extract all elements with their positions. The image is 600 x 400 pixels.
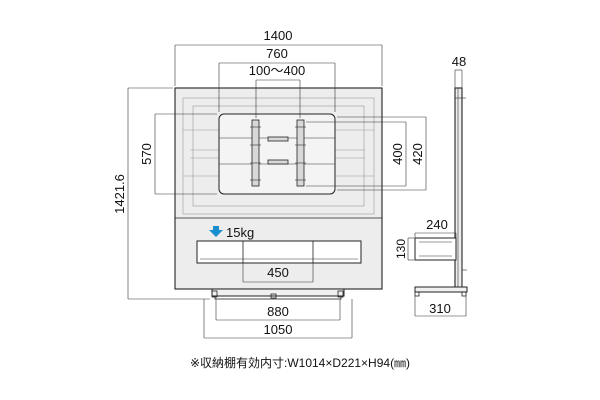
- side-view: [414, 87, 468, 297]
- dim-shelf-width: 450: [267, 265, 289, 280]
- dim-vesa-outer: 760: [266, 46, 288, 61]
- load-indicator: 15kg: [209, 225, 254, 240]
- dim-side-base-depth: 310: [429, 301, 451, 316]
- down-arrow-icon: [209, 226, 223, 237]
- dim-side-shelf-depth: 240: [426, 217, 448, 232]
- dim-height-total: 1421.6: [112, 174, 127, 214]
- mount-brackets: [250, 119, 306, 187]
- dim-base-inner: 880: [267, 304, 289, 319]
- stand-base: [211, 288, 345, 300]
- storage-note: ※収納棚有効内寸:W1014×D221×H94(㎜): [189, 356, 411, 370]
- dim-side-thickness: 48: [452, 54, 466, 69]
- dim-vesa-h2: 420: [410, 143, 425, 165]
- dim-mount-height: 570: [139, 143, 154, 165]
- dim-vesa-h1: 400: [390, 143, 405, 165]
- storage-shelf: [196, 240, 362, 264]
- dim-width-total: 1400: [264, 28, 293, 43]
- vesa-mount-plate: [218, 113, 336, 195]
- dim-base-outer: 1050: [264, 322, 293, 337]
- dim-side-shelf-height: 130: [394, 239, 408, 259]
- dim-vesa-range: 100～400: [249, 63, 305, 78]
- load-label: 15kg: [226, 225, 254, 240]
